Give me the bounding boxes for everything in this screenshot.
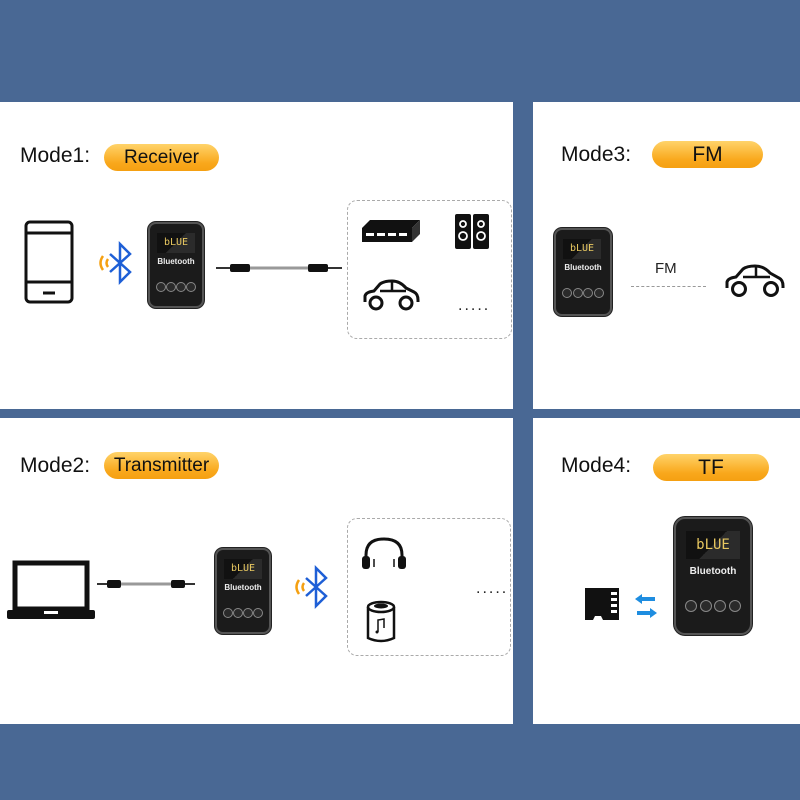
mode3-label: Mode3:	[561, 143, 632, 166]
bluetooth-device: bLUE Bluetooth	[554, 228, 612, 316]
mode2-panel: Mode2: Transmitter bLUE Bluetooth .....	[0, 418, 513, 724]
bluetooth-signal-icon	[99, 240, 132, 286]
fm-link-label: FM	[655, 260, 677, 277]
device-buttons	[562, 288, 604, 298]
mode2-badge: Transmitter	[104, 452, 219, 479]
bluetooth-signal-icon	[295, 564, 328, 610]
bluetooth-device: bLUE Bluetooth	[215, 548, 271, 634]
laptop-icon	[7, 560, 95, 619]
mode4-label: Mode4:	[561, 454, 632, 477]
headphones-icon	[362, 537, 406, 569]
bluetooth-device: bLUE Bluetooth	[148, 222, 204, 308]
device-brand: Bluetooth	[157, 257, 195, 266]
amplifier-icon	[362, 220, 420, 242]
phone-icon	[24, 220, 74, 304]
transfer-arrows-icon	[635, 594, 657, 618]
bluetooth-device: bLUE Bluetooth	[674, 517, 752, 635]
device-screen: bLUE	[686, 531, 740, 559]
device-buttons	[223, 608, 263, 618]
mode1-badge: Receiver	[104, 144, 219, 171]
mode4-panel: Mode4: TF bLUE Bluetooth	[533, 418, 800, 724]
device-brand: Bluetooth	[564, 263, 602, 272]
more-devices-indicator: .....	[476, 580, 509, 597]
device-brand: Bluetooth	[224, 583, 262, 592]
mode1-panel: Mode1: Receiver bLUE Bluetooth	[0, 102, 513, 409]
tf-card-icon	[585, 588, 619, 620]
output-devices-box	[347, 518, 511, 656]
device-screen: bLUE	[224, 559, 262, 579]
mode2-label: Mode2:	[20, 454, 91, 477]
device-screen: bLUE	[157, 233, 195, 253]
mode1-label: Mode1:	[20, 144, 91, 167]
fm-signal-line	[631, 286, 706, 287]
device-buttons	[156, 282, 196, 292]
more-devices-indicator: .....	[458, 297, 491, 314]
aux-cable-icon	[97, 580, 195, 588]
aux-cable-icon	[216, 264, 342, 272]
output-devices-box	[347, 200, 512, 339]
speakers-icon	[455, 214, 489, 249]
car-icon	[725, 264, 785, 297]
mode4-badge: TF	[653, 454, 769, 481]
music-speaker-icon	[366, 600, 396, 643]
mode3-badge: FM	[652, 141, 763, 168]
car-icon	[363, 279, 420, 311]
device-buttons	[685, 600, 741, 612]
device-screen: bLUE	[563, 239, 601, 259]
device-brand: Bluetooth	[689, 566, 737, 577]
mode3-panel: Mode3: FM bLUE Bluetooth FM	[533, 102, 800, 409]
